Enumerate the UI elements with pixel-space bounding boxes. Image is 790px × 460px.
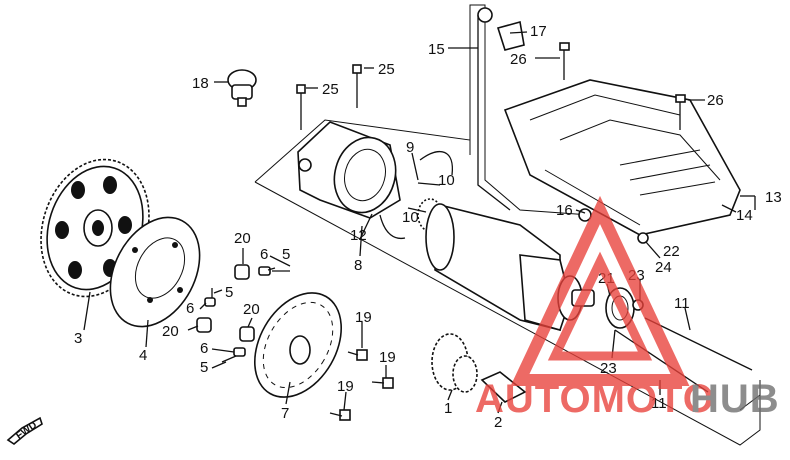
watermark-text-suffix: HUB — [690, 377, 780, 421]
starter-motor-cover — [297, 121, 401, 219]
label-18: 18 — [192, 75, 209, 92]
label-6-upper: 6 — [260, 246, 268, 263]
label-10-upper: 10 — [438, 172, 455, 189]
starter-clutch-outer — [253, 292, 343, 398]
label-11-upper: 11 — [674, 295, 690, 312]
bracket — [496, 20, 525, 51]
label-16: 16 — [556, 202, 573, 219]
starter-clutch-plate — [109, 216, 201, 328]
label-5-upper: 5 — [282, 246, 290, 263]
watermark-triangle-logo — [510, 195, 690, 386]
label-8: 8 — [354, 257, 362, 274]
assembly-outline — [254, 4, 761, 446]
label-3: 3 — [74, 330, 82, 347]
forward-arrow: FWD — [6, 416, 43, 445]
idle-gear — [431, 333, 478, 393]
gear-shaft — [480, 371, 527, 403]
rollers-and-springs — [196, 264, 290, 363]
label-15: 15 — [428, 41, 445, 58]
label-6-lower: 6 — [200, 340, 208, 357]
label-7: 7 — [281, 405, 289, 422]
label-5-middle: 5 — [225, 284, 233, 301]
label-10-lower: 10 — [402, 209, 419, 226]
watermark-text-main: AUTOMOTO — [475, 377, 715, 421]
label-20-middle: 20 — [243, 301, 260, 318]
label-26-lower: 26 — [707, 92, 724, 109]
label-4: 4 — [139, 347, 147, 364]
label-6-middle: 6 — [186, 300, 194, 317]
label-20-upper: 20 — [234, 230, 251, 247]
label-24: 24 — [655, 259, 672, 276]
cylinder-head-cover — [503, 79, 741, 236]
label-25-lower: 25 — [322, 81, 339, 98]
label-1: 1 — [444, 400, 452, 417]
label-19-lower: 19 — [337, 378, 354, 395]
label-20-lower: 20 — [162, 323, 179, 340]
label-26-upper: 26 — [510, 51, 527, 68]
watermark: AUTOMOTO HUB — [475, 195, 780, 421]
label-9: 9 — [406, 139, 414, 156]
label-5-lower: 5 — [200, 359, 208, 376]
label-23-lower: 23 — [600, 360, 617, 377]
label-2: 2 — [494, 414, 502, 431]
label-22: 22 — [663, 243, 680, 260]
breather-cap — [227, 69, 257, 107]
label-17: 17 — [530, 23, 547, 40]
label-25-upper: 25 — [378, 61, 395, 78]
label-12: 12 — [350, 227, 367, 244]
label-19-middle: 19 — [379, 349, 396, 366]
long-pipe — [477, 7, 511, 211]
label-14: 14 — [736, 207, 753, 224]
label-11-lower: 11 — [651, 395, 667, 412]
label-13: 13 — [765, 189, 782, 206]
label-19-upper: 19 — [355, 309, 372, 326]
long-bolts — [614, 317, 753, 393]
